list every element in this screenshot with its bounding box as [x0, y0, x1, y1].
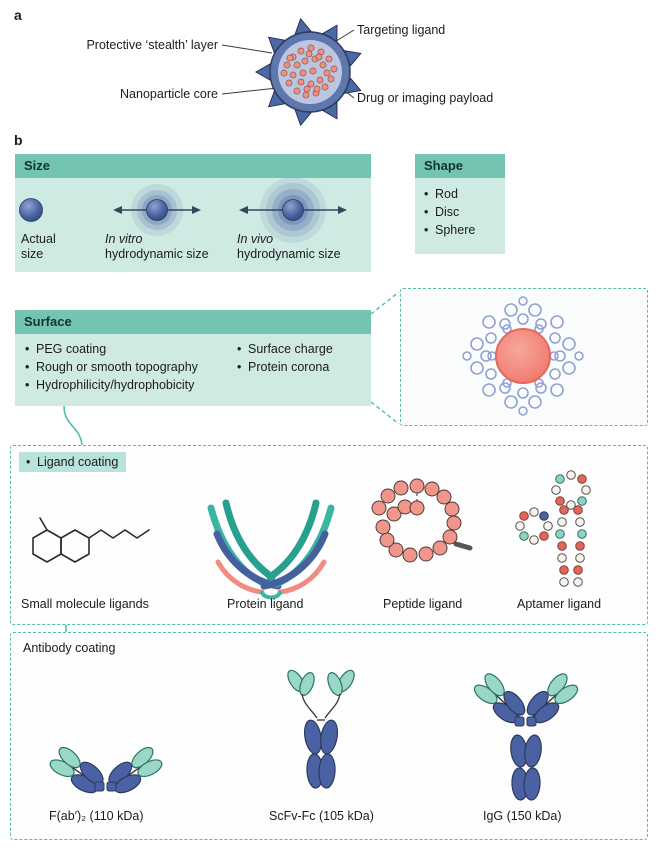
peptide-ligand-figure: [371, 478, 473, 563]
small-molecule-figure: [32, 517, 150, 563]
surface-box: Surface PEG coating Rough or smooth topo…: [15, 310, 371, 406]
caption-small-molecule: Small molecule ligands: [21, 597, 149, 611]
ligand-box: Ligand coating: [10, 445, 648, 625]
caption-invitro: In vitro hydrodynamic size: [105, 232, 230, 262]
callout-payload-label: Drug or imaging payload: [357, 91, 494, 105]
callout-stealth-label: Protective ‘stealth’ layer: [86, 38, 218, 52]
surface-item-corona: Protein corona: [237, 358, 367, 376]
caption-invivo: In vivo hydrodynamic size: [237, 232, 362, 262]
antibody-box-title: Antibody coating: [23, 641, 116, 655]
callout-ligand-label: Targeting ligand: [357, 23, 446, 37]
caption-protein-ligand: Protein ligand: [227, 597, 304, 611]
surface-box-header: Surface: [15, 310, 371, 334]
caption-peptide-ligand: Peptide ligand: [383, 597, 463, 611]
antibody-box: Antibody coating: [10, 632, 648, 840]
surface-item-topography: Rough or smooth topography: [25, 358, 233, 376]
fab2-figure: [45, 741, 167, 801]
corona-box: [400, 288, 648, 426]
caption-fab2: F(ab′)₂ (110 kDa): [49, 809, 144, 823]
caption-invivo-italic: In vivo: [237, 232, 274, 246]
callout-core-label: Nanoparticle core: [120, 87, 218, 101]
igg-figure: [468, 668, 584, 801]
shape-box: Shape Rod Disc Sphere: [415, 154, 505, 254]
aptamer-ligand-figure: [515, 470, 591, 587]
protein-ligand-figure: [207, 499, 335, 600]
antibody-figures: [45, 668, 584, 801]
size-box-header: Size: [15, 154, 371, 178]
corona-figure: [462, 296, 584, 416]
caption-scfv-fc: ScFv-Fc (105 kDa): [269, 809, 374, 823]
surface-item-hydro: Hydrophilicity/hydrophobicity: [25, 376, 233, 394]
ligand-coating-chip: Ligand coating: [19, 452, 127, 472]
size-box: Size: [15, 154, 371, 272]
scfv-fc-figure: [287, 669, 355, 789]
shape-item-rod: Rod: [424, 185, 505, 203]
surface-item-peg: PEG coating: [25, 340, 233, 358]
shape-item-sphere: Sphere: [424, 221, 505, 239]
panel-a-label: a: [14, 7, 22, 23]
panel-b-label: b: [14, 132, 23, 148]
surface-item-charge: Surface charge: [237, 340, 367, 358]
shape-item-disc: Disc: [424, 203, 505, 221]
caption-actual-size: Actual size: [21, 232, 56, 261]
shape-box-header: Shape: [415, 154, 505, 178]
caption-invitro-rest: hydrodynamic size: [105, 247, 209, 261]
caption-invivo-rest: hydrodynamic size: [237, 247, 341, 261]
caption-invitro-italic: In vitro: [105, 232, 143, 246]
caption-igg: IgG (150 kDa): [483, 809, 562, 823]
nanoparticle-figure: [221, 17, 362, 127]
caption-aptamer-ligand: Aptamer ligand: [517, 597, 602, 611]
